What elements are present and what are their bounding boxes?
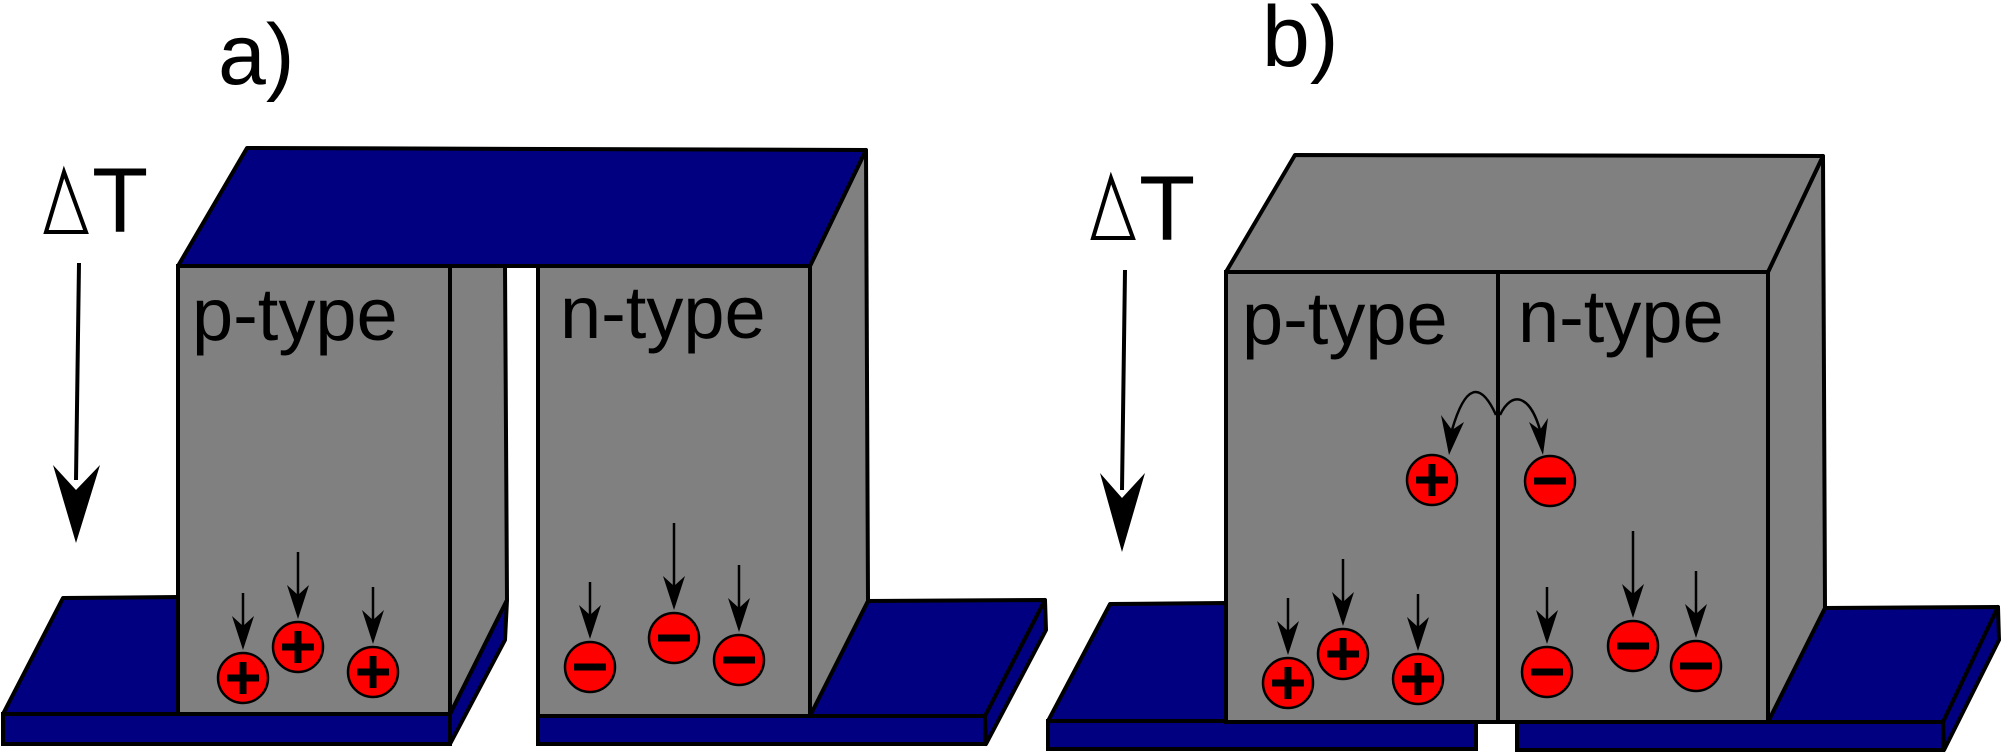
hole-carrier	[346, 587, 400, 699]
diffusion-arrowhead	[287, 585, 309, 619]
curved-arrowhead-electron	[1529, 418, 1548, 455]
hole-carrier	[216, 593, 270, 705]
diffusion-arrowhead	[232, 616, 254, 650]
hole-carrier	[1316, 559, 1370, 681]
n-type-label-b: n-type	[1518, 275, 1724, 358]
hole-carrier	[1391, 594, 1445, 706]
diffusion-arrowhead	[1685, 604, 1707, 638]
diffusion-arrowhead	[1536, 610, 1558, 644]
gradient-arrowhead-b	[1100, 473, 1145, 552]
diffusion-arrowhead	[1407, 617, 1429, 651]
delta-icon	[43, 165, 89, 234]
diffusion-arrowhead	[1622, 584, 1644, 618]
electron-carrier	[1520, 587, 1574, 699]
carriers-b	[1261, 453, 1723, 710]
delta-t-label-a: T	[92, 150, 148, 252]
bottom-electrode-left-a	[1, 595, 509, 746]
panel-a-label: a)	[218, 7, 294, 103]
electron-carrier	[563, 582, 617, 694]
p-type-label-a: p-type	[192, 273, 398, 356]
panel-a: a) T p-type n-ty	[1, 7, 1048, 746]
curved-arrow-to-hole	[1450, 390, 1498, 431]
electron-carrier	[1669, 571, 1723, 693]
curved-arrow-to-electron	[1498, 398, 1542, 431]
curved-arrowhead-hole	[1441, 415, 1464, 455]
diffusion-arrowhead	[663, 576, 685, 610]
hole-carrier	[1405, 453, 1459, 507]
electron-carrier	[712, 565, 766, 687]
delta-t-label-b: T	[1139, 158, 1195, 260]
diffusion-arrowhead	[1277, 621, 1299, 655]
carriers-a	[216, 523, 766, 705]
diffusion-arrowhead	[728, 598, 750, 632]
top-electrode-a	[176, 146, 868, 268]
diffusion-arrowhead	[1332, 592, 1354, 626]
p-type-label-b: p-type	[1242, 277, 1448, 360]
junction-generation-arrows	[1441, 390, 1548, 455]
gradient-arrow-shaft-a	[74, 262, 81, 481]
diffusion-arrowhead	[362, 610, 384, 644]
temperature-gradient-b: T	[1090, 158, 1195, 552]
n-type-label-a: n-type	[560, 271, 766, 354]
gradient-arrow-shaft-b	[1120, 269, 1127, 491]
panel-b-label: b)	[1262, 0, 1338, 85]
electron-carrier	[647, 523, 701, 665]
hole-carrier	[271, 552, 325, 674]
hole-carrier	[1261, 598, 1315, 710]
bottom-electrode-right-b	[1515, 605, 2001, 752]
bottom-electrode-left-b	[1046, 601, 1478, 751]
bottom-electrode-right-a	[536, 598, 1048, 746]
temperature-gradient-a: T	[43, 150, 148, 543]
gradient-arrowhead-a	[53, 465, 100, 543]
delta-icon	[1090, 171, 1136, 240]
p-type-leg-a: p-type	[176, 264, 509, 716]
top-face-b	[1224, 153, 1825, 274]
electron-carrier	[1606, 531, 1660, 673]
electron-carrier	[1523, 454, 1577, 508]
panel-b: b) T p-type n-type	[1046, 0, 2001, 752]
diffusion-arrowhead	[579, 605, 601, 639]
